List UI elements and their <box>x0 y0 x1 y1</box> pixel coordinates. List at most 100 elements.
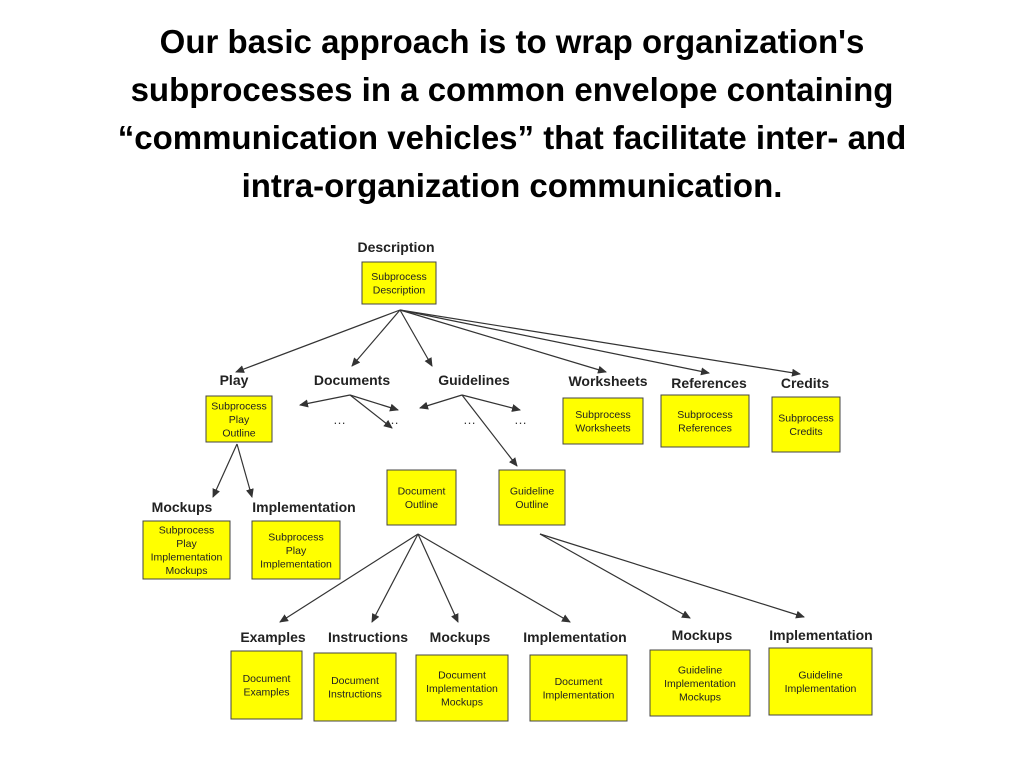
node-box-text: Examples <box>243 687 289 699</box>
node-label: Mockups <box>430 629 491 645</box>
connector-arrow <box>349 394 393 429</box>
node-box-text: Subprocess <box>575 409 630 421</box>
node-box-text: Implementation <box>151 552 223 564</box>
connector-arrow <box>399 309 607 374</box>
connector-arrow <box>461 394 518 467</box>
node-label: Description <box>357 239 434 255</box>
ellipsis-marker: … <box>386 412 400 427</box>
ellipsis-marker: … <box>514 412 528 427</box>
title-line: subprocesses in a common envelope contai… <box>130 71 894 108</box>
node-box-text: Worksheets <box>575 423 630 435</box>
node-label: Guidelines <box>438 372 510 388</box>
connector-arrow <box>349 394 399 412</box>
connector-arrow <box>236 443 254 498</box>
ellipsis-marker: … <box>333 412 347 427</box>
connector-arrow <box>235 309 401 373</box>
node-box-text: Subprocess <box>677 409 732 421</box>
node-box-text: Credits <box>789 426 822 438</box>
connector-arrow <box>417 533 459 623</box>
node-box-text: Document <box>555 676 603 688</box>
node-documents: Documents <box>314 372 390 388</box>
node-box-text: Play <box>286 545 307 557</box>
connector-arrow <box>399 309 801 377</box>
slide-title: Our basic approach is to wrap organizati… <box>20 18 1004 210</box>
node-box-text: Mockups <box>679 691 721 703</box>
node-box-text: Subprocess <box>211 400 266 412</box>
connector-arrow <box>371 533 419 623</box>
connector-arrow <box>212 443 238 498</box>
connector-arrow <box>351 309 401 367</box>
node-box-text: Play <box>229 414 250 426</box>
node-box-text: Document <box>438 669 486 681</box>
node-box-text: Guideline <box>678 664 723 676</box>
node-label: Mockups <box>152 499 213 515</box>
connector-arrow <box>539 533 691 619</box>
node-box-text: Implementation <box>785 683 857 695</box>
node-box-text: Implementation <box>260 558 332 570</box>
connector-arrow <box>279 533 419 623</box>
node-box-text: Document <box>398 486 446 498</box>
connector-arrow <box>399 309 433 367</box>
connector-arrow <box>399 309 710 376</box>
node-box <box>313 652 397 722</box>
node-box-text: Instructions <box>328 689 382 701</box>
node-label: References <box>671 375 747 391</box>
connector-arrow <box>539 533 805 619</box>
node-box-text: Document <box>331 675 379 687</box>
node-box <box>771 396 841 453</box>
node-box <box>251 520 341 580</box>
node-box-text: Subprocess <box>778 413 833 425</box>
node-box <box>415 654 509 722</box>
connector-arrow <box>419 394 463 410</box>
node-box <box>529 654 628 722</box>
connector-layer <box>212 309 805 623</box>
node-label: Implementation <box>523 629 626 645</box>
node-box-text: Play <box>176 538 197 550</box>
node-box-text: Document <box>243 673 291 685</box>
node-box-text: Subprocess <box>159 525 214 537</box>
node-box-text: Guideline <box>510 486 555 498</box>
node-box-text: Guideline <box>798 670 843 682</box>
node-layer: … … … … DescriptionSubprocessDescription… <box>142 239 873 722</box>
node-box-text: Implementation <box>426 683 498 695</box>
node-box-text: Implementation <box>543 690 615 702</box>
node-play-implementation: ImplementationSubprocessPlayImplementati… <box>251 499 356 580</box>
ellipsis-marker: … <box>463 412 477 427</box>
node-box <box>361 261 437 305</box>
node-box-text: Outline <box>222 427 255 439</box>
node-box <box>142 520 231 580</box>
node-label: Mockups <box>672 627 733 643</box>
node-box <box>498 469 566 526</box>
node-box-text: Mockups <box>441 696 483 708</box>
node-label: Implementation <box>252 499 355 515</box>
node-box <box>562 397 644 445</box>
node-box-text: Outline <box>405 499 438 511</box>
node-box-text: Subprocess <box>371 271 426 283</box>
node-box <box>230 650 303 720</box>
node-label: Implementation <box>769 627 872 643</box>
node-label: Credits <box>781 375 829 391</box>
node-play-mockups: MockupsSubprocessPlayImplementationMocku… <box>142 499 231 580</box>
node-box <box>205 395 273 443</box>
node-label: Instructions <box>328 629 408 645</box>
node-guidelines: Guidelines <box>438 372 510 388</box>
title-line: Our basic approach is to wrap organizati… <box>159 23 865 60</box>
title-line: “communication vehicles” that facilitate… <box>117 119 907 156</box>
node-box-text: Outline <box>515 499 548 511</box>
connector-arrow <box>461 394 521 412</box>
node-box <box>649 649 751 717</box>
node-label: Play <box>220 372 249 388</box>
node-box <box>386 469 457 526</box>
connector-arrow <box>417 533 571 623</box>
